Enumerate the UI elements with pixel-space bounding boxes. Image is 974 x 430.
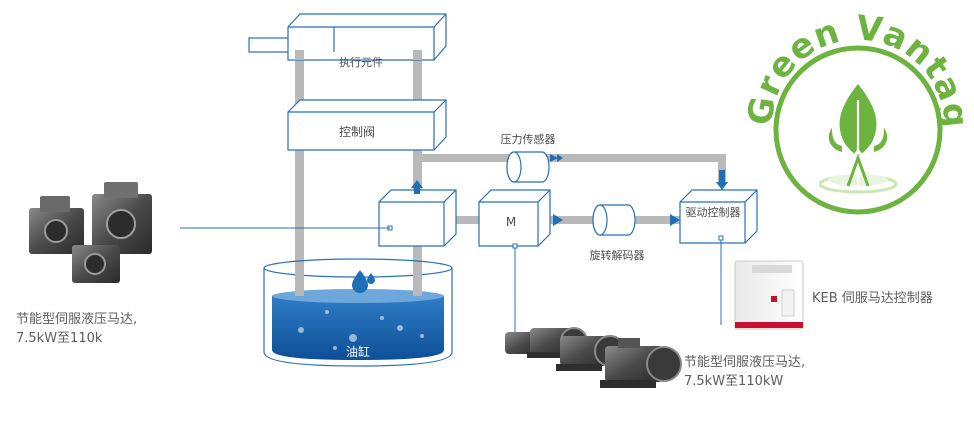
left-pump-caption-line2: 7.5kW至110k xyxy=(16,331,103,346)
actuator-block: 执行元件 xyxy=(248,13,447,69)
bottom-pumps-caption: 节能型伺服液压马达, 7.5kW至110kW xyxy=(684,353,805,391)
control-valve-block: 控制阀 xyxy=(287,99,447,151)
logo-ring xyxy=(773,45,943,215)
bottom-pumps-caption-line2: 7.5kW至110kW xyxy=(684,374,784,389)
left-pump-caption: 节能型伺服液压马达, 7.5kW至110k xyxy=(16,310,137,348)
left-pump-caption-line1: 节能型伺服液压马达, xyxy=(16,312,138,327)
pressure-sensor: 压力传感器 xyxy=(501,133,563,183)
drive-controller-label: 驱动控制器 xyxy=(686,205,741,219)
keb-controller-image xyxy=(734,260,804,330)
bottom-pumps-caption-line1: 节能型伺服液压马达, xyxy=(684,355,806,370)
oil-tank: 油缸 xyxy=(263,258,453,367)
oil-bubbles xyxy=(298,310,424,350)
logo-text: Green Vantage xyxy=(0,0,974,130)
keb-controller-caption: KEB 伺服马达控制器 xyxy=(812,291,933,306)
arrow-to-controller xyxy=(670,214,680,226)
arrow-to-sensor xyxy=(550,154,558,162)
oil-drop-icon xyxy=(352,270,368,293)
bottom-pumps-image xyxy=(505,327,682,388)
drive-controller-box: 驱动控制器 xyxy=(679,189,758,244)
arrow-up-pump xyxy=(411,180,423,188)
pump-unit-box xyxy=(378,189,457,247)
motor-box: M xyxy=(478,189,551,249)
motor-label: M xyxy=(506,215,516,229)
resolver-label: 旋转解码器 xyxy=(590,248,645,262)
arrow-down-controller xyxy=(716,182,728,190)
pressure-sensor-label: 压力传感器 xyxy=(501,133,556,146)
actuator-label: 执行元件 xyxy=(339,55,383,69)
arrow-motor-out xyxy=(553,214,563,226)
resolver: 旋转解码器 xyxy=(590,204,645,262)
tank-label: 油缸 xyxy=(346,344,370,359)
control-valve-label: 控制阀 xyxy=(339,125,375,139)
left-pump-image xyxy=(29,182,152,283)
green-vantage-logo: Green Vantage xyxy=(0,0,974,215)
